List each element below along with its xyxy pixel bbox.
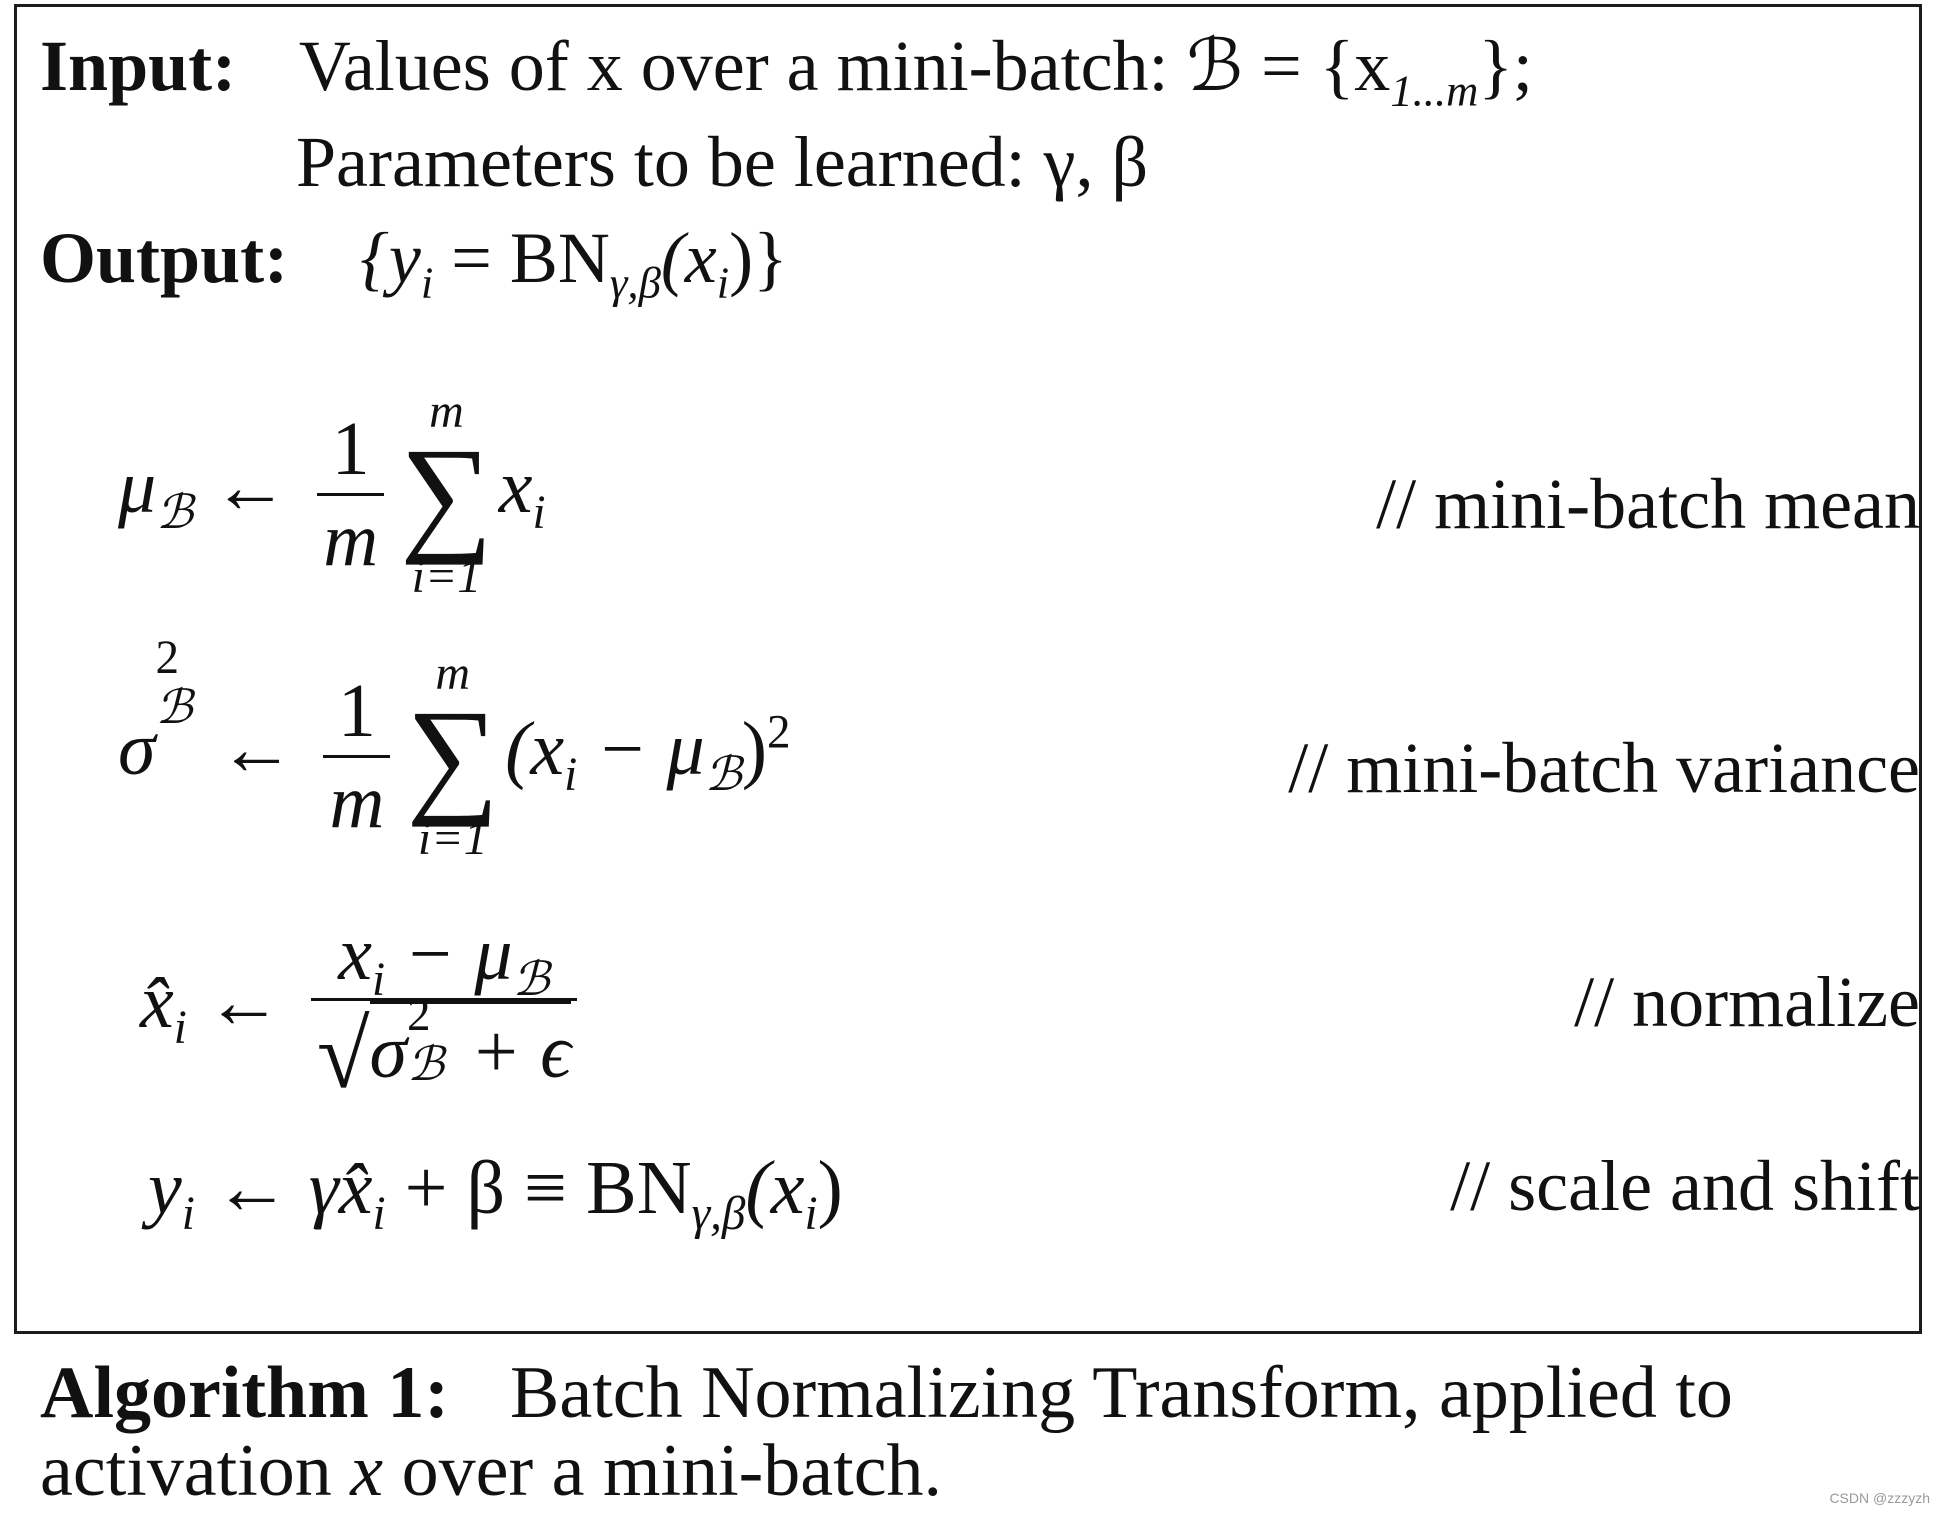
norm-num-sub: i bbox=[371, 954, 386, 1007]
mean-frac-num: 1 bbox=[331, 407, 370, 491]
var-lhs: σ bbox=[118, 706, 156, 791]
algorithm-box bbox=[14, 4, 1922, 1334]
scale-rhs-mid: + β ≡ BN bbox=[385, 1146, 692, 1230]
output-sub-i: i bbox=[420, 257, 434, 308]
norm-den-sigma: σ bbox=[369, 1010, 407, 1094]
scale-rhs: γx̂ bbox=[308, 1146, 373, 1230]
norm-num-mid: − μ bbox=[385, 912, 513, 996]
norm-num-mid-sub: ℬ bbox=[512, 952, 550, 1008]
mean-lhs-sub: ℬ bbox=[156, 485, 194, 541]
caption-var: x bbox=[350, 1429, 384, 1512]
input-line: Input: Values of x over a mini-batch: ℬ … bbox=[40, 30, 1533, 113]
caption-text-a: Batch Normalizing Transform, applied to … bbox=[40, 1352, 1733, 1512]
var-rhs-sub: i bbox=[564, 749, 578, 802]
input-subscript: 1...m bbox=[1390, 65, 1479, 116]
scale-lhs: y bbox=[148, 1146, 182, 1230]
scale-rhs-end: ) bbox=[817, 1146, 843, 1230]
var-rhs-mid-sub: ℬ bbox=[704, 747, 742, 803]
mean-comment: // mini-batch mean bbox=[1376, 464, 1920, 544]
var-rhs-close: ) bbox=[741, 706, 767, 791]
mean-rhs-sub: i bbox=[532, 487, 546, 540]
mean-lhs: μ bbox=[118, 444, 157, 529]
scale-arrow: ← bbox=[194, 1146, 309, 1230]
step-scale-equation: yi ← γx̂i + β ≡ BNγ,β(xi) bbox=[148, 1150, 843, 1238]
var-sum-bottom: i=1 bbox=[417, 812, 488, 865]
mean-rhs: x bbox=[498, 444, 533, 529]
var-frac-den: m bbox=[329, 760, 385, 844]
sqrt-symbol: √ bbox=[316, 1001, 370, 1108]
var-arrow: ← bbox=[199, 706, 314, 791]
var-rhs-mid: − μ bbox=[577, 706, 705, 791]
scale-rhs-tail-sub: i bbox=[804, 1188, 818, 1241]
scale-comment: // scale and shift bbox=[1450, 1146, 1920, 1226]
norm-lhs: x̂ bbox=[140, 959, 174, 1044]
var-rhs-sup: 2 bbox=[767, 706, 791, 759]
scale-rhs-sub: i bbox=[372, 1188, 386, 1241]
caption-label: Algorithm 1: bbox=[40, 1352, 449, 1434]
output-end: )} bbox=[729, 218, 788, 298]
output-prefix: {y bbox=[360, 218, 421, 298]
norm-arrow: ← bbox=[186, 959, 301, 1044]
var-sum: m∑i=1 bbox=[406, 650, 499, 863]
sum-symbol: ∑ bbox=[400, 422, 493, 566]
normalize-comment: // normalize bbox=[1574, 962, 1920, 1042]
mean-sum: m∑i=1 bbox=[400, 388, 493, 601]
input-tail: }; bbox=[1478, 26, 1533, 106]
mean-frac-den: m bbox=[323, 498, 379, 582]
scale-bn-sub: γ,β bbox=[691, 1188, 746, 1241]
input-label: Input: bbox=[40, 26, 237, 106]
variance-comment: // mini-batch variance bbox=[1288, 728, 1920, 808]
output-mid: = BN bbox=[433, 218, 610, 298]
norm-num: x bbox=[338, 912, 372, 996]
output-bn-sub: γ,β bbox=[609, 257, 661, 308]
var-frac-num: 1 bbox=[337, 669, 376, 753]
norm-numerator: xi − μℬ bbox=[311, 916, 577, 1004]
mean-sum-bottom: i=1 bbox=[411, 550, 482, 603]
norm-den-tail: + ϵ bbox=[451, 1010, 571, 1094]
var-rhs-open: (x bbox=[505, 706, 565, 791]
sum-symbol: ∑ bbox=[406, 684, 500, 828]
mean-sum-top: m bbox=[429, 385, 464, 438]
mean-arrow: ← bbox=[193, 444, 308, 529]
output-label: Output: bbox=[40, 218, 289, 298]
var-sum-top: m bbox=[435, 647, 471, 700]
params-text: Parameters to be learned: γ, β bbox=[296, 122, 1149, 202]
output-tail-sub: i bbox=[716, 257, 730, 308]
output-tail: (x bbox=[660, 218, 717, 298]
caption-text-b: over a mini-batch. bbox=[383, 1429, 943, 1512]
algorithm-caption: Algorithm 1: Batch Normalizing Transform… bbox=[40, 1352, 1920, 1512]
scale-rhs-tail: (x bbox=[745, 1146, 805, 1230]
output-line: Output: {yi = BNγ,β(xi)} bbox=[40, 222, 788, 305]
scale-lhs-sub: i bbox=[181, 1188, 195, 1241]
watermark: CSDN @zzzyzh bbox=[1829, 1490, 1930, 1506]
norm-lhs-sub: i bbox=[173, 1002, 187, 1055]
input-text: Values of x over a mini-batch: ℬ = {x bbox=[298, 26, 1391, 106]
params-line: Parameters to be learned: γ, β bbox=[296, 126, 1148, 198]
